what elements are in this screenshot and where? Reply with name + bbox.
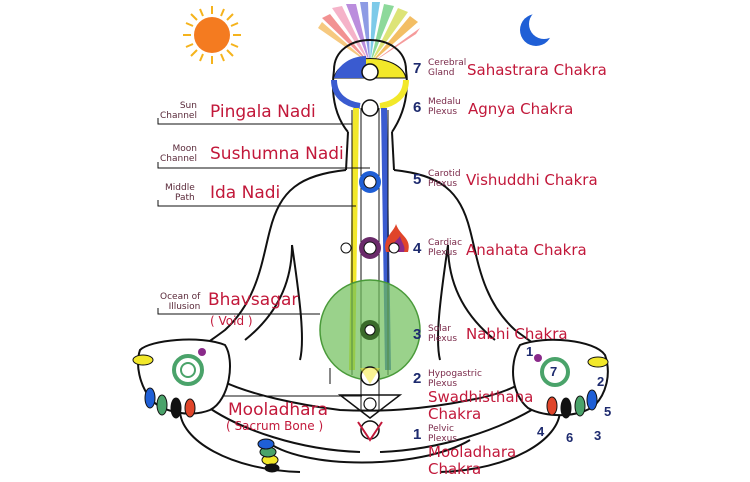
bhavsagar-label: Bhavsagar	[208, 290, 299, 310]
ocean-of-illusion-caption: Ocean of Illusion	[160, 292, 201, 312]
finger-number-5: 5	[604, 404, 612, 419]
ida-nadi-label: Ida Nadi	[210, 183, 281, 203]
agnya-chakra-label: Agnya Chakra	[468, 100, 574, 118]
vishuddhi-chakra-label: Vishuddhi Chakra	[466, 171, 598, 189]
hypogastric-plexus-caption: Hypogastric Plexus	[428, 369, 482, 389]
chakra-3-number: 3	[413, 326, 422, 343]
foot	[257, 438, 280, 473]
middle-path-caption: Middle Path	[165, 183, 195, 203]
finger-number-2: 2	[597, 374, 605, 389]
body-outline	[179, 39, 561, 473]
mooladhara-left-label: Mooladhara	[228, 400, 328, 420]
moon-channel-caption: Moon Channel	[160, 144, 197, 164]
nabhi-chakra-label: Nabhi Chakra	[466, 325, 568, 343]
finger-number-6: 6	[566, 430, 574, 445]
kundalini-triangle	[337, 394, 403, 419]
right-hand	[512, 338, 609, 419]
nabhi-node	[360, 320, 380, 340]
chakra-1-number: 1	[413, 426, 422, 443]
anahata-node	[359, 237, 381, 259]
chakra-7-number: 7	[413, 60, 422, 77]
palm-center-number: 7	[550, 364, 558, 379]
finger-number-4: 4	[537, 424, 545, 439]
sacrum-bone-label: ( Sacrum Bone )	[226, 419, 324, 433]
vishuddhi-node	[359, 171, 381, 193]
crown-rays	[318, 2, 420, 64]
chakra-5-number: 5	[413, 171, 422, 188]
left-hand	[132, 338, 231, 419]
medalu-plexus-caption: Medalu Plexus	[428, 97, 461, 117]
kundalini-spiral-icon	[363, 397, 377, 411]
finger-number-1: 1	[526, 344, 534, 359]
finger-number-3: 3	[594, 428, 602, 443]
sahastrara-node	[361, 63, 379, 81]
chakra-4-number: 4	[413, 240, 422, 257]
anahata-chakra-label: Anahata Chakra	[466, 241, 587, 259]
solar-plexus-caption: Solar Plexus	[428, 324, 458, 344]
void-label: ( Void )	[210, 314, 253, 328]
sushumna-nadi-label: Sushumna Nadi	[210, 144, 344, 164]
agnya-node	[361, 99, 379, 117]
pelvic-plexus-caption: Pelvic Plexus	[428, 424, 458, 444]
cerebral-gland-caption: Cerebral Gland	[428, 58, 467, 78]
chakra-6-number: 6	[413, 99, 422, 116]
chakra-2-number: 2	[413, 370, 422, 387]
pingala-nadi-label: Pingala Nadi	[210, 102, 316, 122]
mooladhara-node	[357, 420, 383, 442]
mooladhara-chakra-label: Mooladhara Chakra	[428, 443, 517, 478]
swadhisthana-node	[360, 366, 380, 386]
carotid-plexus-caption: Carotid Plexus	[428, 169, 461, 189]
sahastrara-chakra-label: Sahastrara Chakra	[467, 61, 607, 79]
sun-icon	[183, 6, 241, 64]
cardiac-plexus-caption: Cardiac Plexus	[428, 238, 463, 258]
swadhisthana-chakra-label: Swadhisthana Chakra	[428, 388, 534, 423]
sun-channel-caption: Sun Channel	[160, 101, 197, 121]
crescent-moon-icon	[520, 9, 559, 46]
chakra-nodes	[337, 63, 409, 442]
